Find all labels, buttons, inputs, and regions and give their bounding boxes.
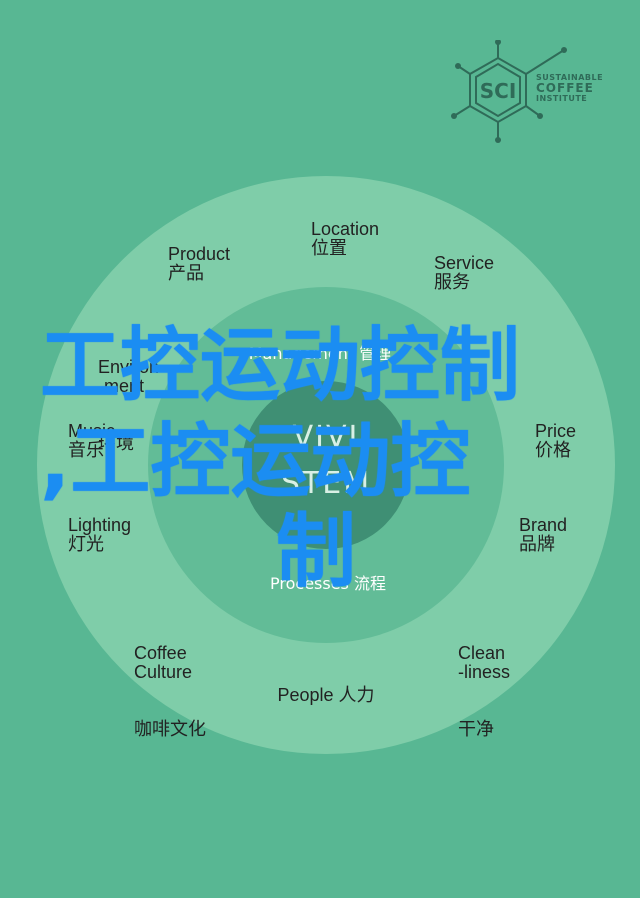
label-brand: Brand 品牌 — [519, 515, 568, 554]
core-text-line2: STEM — [280, 466, 372, 501]
label-coffee-culture: Coffee Culture 咖啡文化 — [134, 643, 206, 739]
overlay-line3: 制 — [276, 505, 356, 598]
logo-wordmark: SUSTAINABLE COFFEE INSTITUTE — [536, 73, 603, 103]
label-environment: Environ -ment 环境 — [98, 357, 160, 453]
sci-logo-icon: SCI — [451, 40, 567, 143]
label-service: Service 服务 — [434, 253, 495, 292]
overlay-line1: 工控运动控制 — [40, 319, 520, 412]
core-circle — [242, 381, 410, 549]
logo-mark: SCI — [480, 79, 517, 103]
logo-line3: INSTITUTE — [536, 94, 588, 103]
label-lighting: Lighting 灯光 — [68, 515, 132, 554]
logo-line2: COFFEE — [536, 81, 594, 95]
label-product: Product 产品 — [168, 244, 231, 283]
label-music: Music 音乐 — [68, 421, 116, 460]
label-price: Price 价格 — [535, 421, 577, 460]
label-cleanliness: Clean -liness 干净 — [458, 643, 511, 739]
overlay-line2: ,工控运动控 — [40, 415, 471, 508]
label-location: Location 位置 — [310, 219, 380, 258]
logo-line1: SUSTAINABLE — [536, 73, 604, 82]
label-management: Management 管理 — [248, 344, 392, 363]
label-processes: Processes 流程 — [270, 574, 386, 593]
core-text-line1: VIVI — [292, 420, 360, 455]
label-people: People 人力 — [277, 685, 375, 705]
